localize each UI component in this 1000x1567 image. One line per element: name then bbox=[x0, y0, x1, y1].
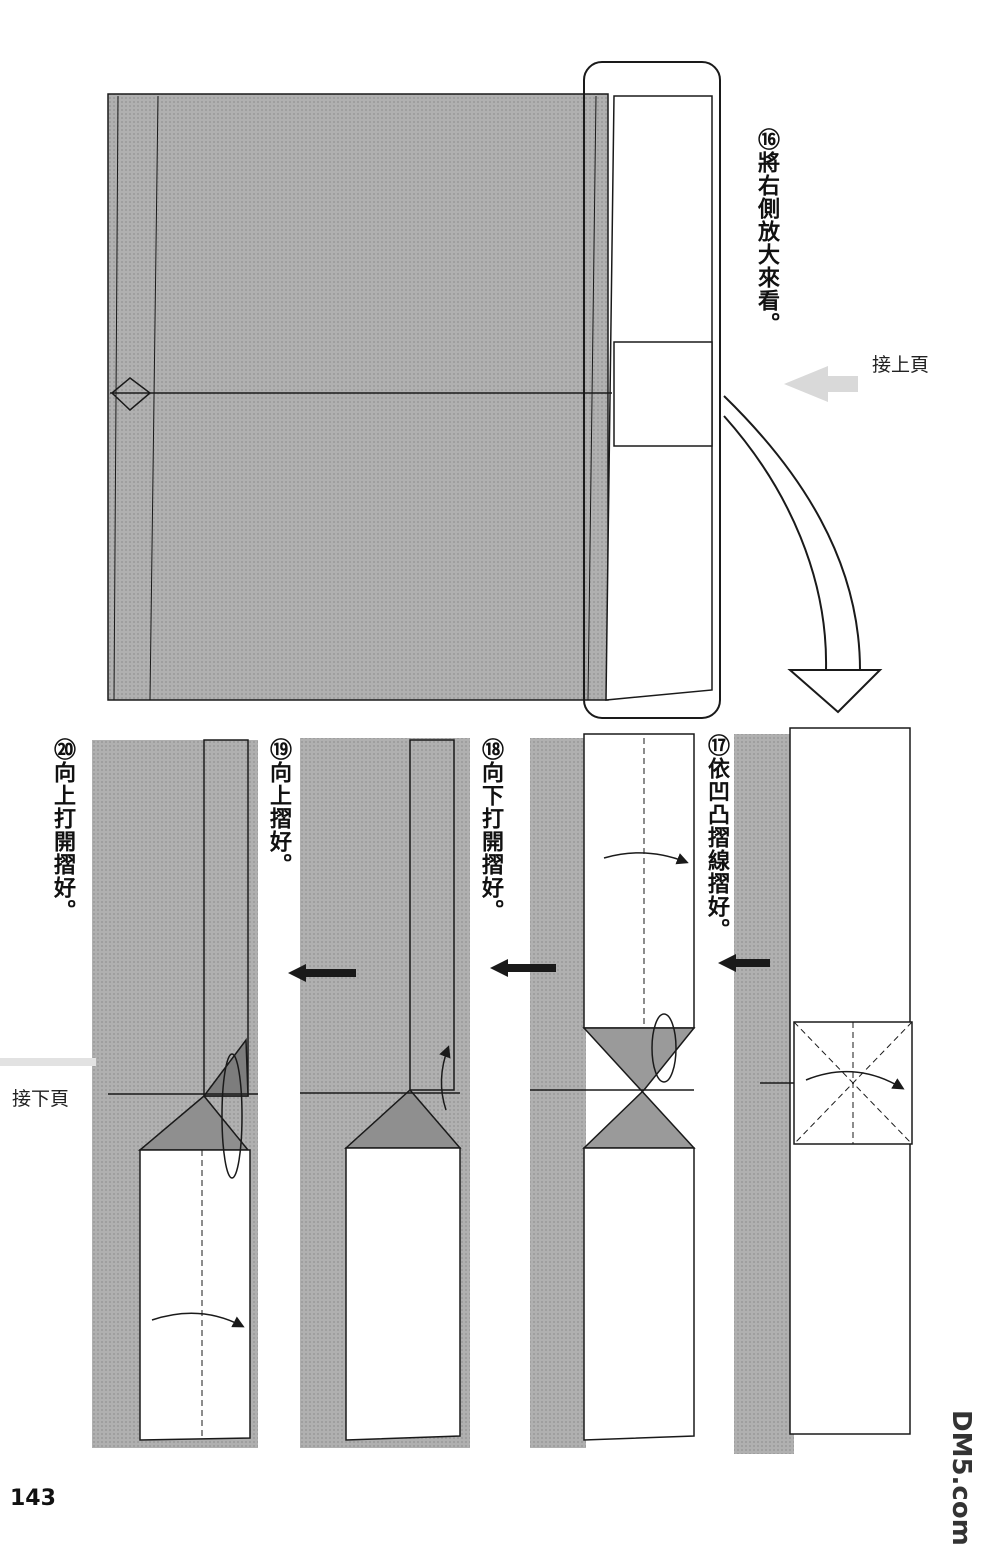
step20-upper-band bbox=[203, 739, 249, 1097]
step19-upper-band bbox=[409, 739, 455, 1091]
step19-label: ⑲向上摺好。 bbox=[266, 738, 291, 876]
step18-diagram bbox=[490, 733, 696, 1448]
sheet-right-fold-line bbox=[587, 95, 597, 701]
step17-progress-arrow bbox=[718, 954, 770, 972]
step18-upper-white bbox=[583, 733, 695, 1029]
step19-progress-arrow bbox=[288, 964, 356, 982]
step16-label: ⑯將右側放大來看。 bbox=[754, 128, 779, 335]
step20-lower-arrow bbox=[151, 1312, 245, 1328]
step18-label: ⑱向下打開摺好。 bbox=[478, 738, 503, 922]
step19-number: ⑲ bbox=[266, 738, 291, 761]
step17-fold-arrow bbox=[805, 1070, 905, 1090]
large-sheet-gray bbox=[107, 93, 609, 701]
step17-label: ⑰依凹凸摺線摺好。 bbox=[704, 734, 729, 941]
step19-diagram bbox=[288, 738, 470, 1448]
step17-number: ⑰ bbox=[704, 734, 729, 757]
step16-diagram bbox=[107, 61, 883, 719]
sheet-left-fold-line bbox=[113, 95, 119, 701]
step20-number: ⑳ bbox=[50, 738, 75, 761]
sheet-left-fold-line-2 bbox=[149, 95, 159, 701]
step16-text: 將右側放大來看。 bbox=[754, 151, 779, 335]
step18-number: ⑱ bbox=[478, 738, 503, 761]
step18-upper-arrow bbox=[603, 852, 689, 865]
step19-text: 向上摺好。 bbox=[266, 761, 291, 876]
step20-text: 向上打開摺好。 bbox=[50, 761, 75, 922]
page-number: 143 bbox=[10, 1486, 56, 1511]
step20-fold-loop bbox=[221, 1053, 243, 1179]
step18-gray-strip bbox=[530, 738, 586, 1448]
zoom-arrow-head bbox=[787, 669, 883, 714]
zoom-highlight-frame bbox=[583, 61, 721, 719]
sheet-center-square bbox=[613, 341, 713, 447]
step17-text: 依凹凸摺線摺好。 bbox=[704, 757, 729, 941]
continue-to-band bbox=[0, 1058, 96, 1066]
step20-diagram bbox=[92, 739, 258, 1448]
step18-fold-loop bbox=[651, 1013, 677, 1083]
step17-gray-strip bbox=[734, 734, 794, 1454]
watermark-logo: DM5.com bbox=[946, 1410, 976, 1546]
step19-fold-arrow bbox=[439, 1045, 451, 1111]
step18-diamond bbox=[582, 1027, 696, 1149]
step18-text: 向下打開摺好。 bbox=[478, 761, 503, 922]
zoom-curved-arrow bbox=[723, 395, 861, 671]
sheet-left-diamond bbox=[110, 377, 152, 412]
step16-number: ⑯ bbox=[754, 128, 779, 151]
zoom-curved-arrow-inner bbox=[723, 415, 828, 671]
continue-from-label: 接上頁 bbox=[872, 354, 930, 376]
continue-to-label: 接下頁 bbox=[12, 1088, 70, 1110]
continue-from-arrow bbox=[784, 366, 858, 402]
step17-diagram bbox=[718, 727, 913, 1454]
step20-label: ⑳向上打開摺好。 bbox=[50, 738, 75, 922]
step19-lower-white bbox=[345, 1147, 461, 1441]
step20-lower-white bbox=[139, 1149, 251, 1441]
step18-lower-white bbox=[583, 1147, 695, 1441]
step18-progress-arrow bbox=[490, 959, 556, 977]
